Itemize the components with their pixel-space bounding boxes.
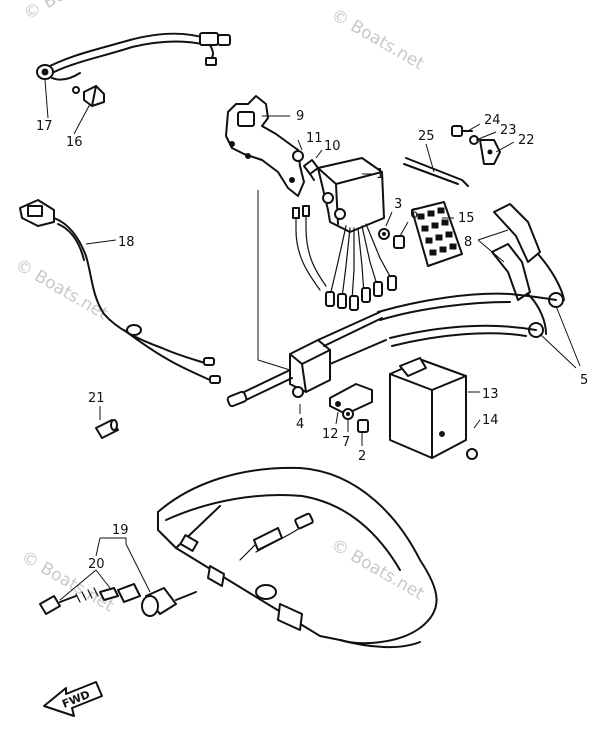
callout-11: 11 [306, 131, 323, 146]
callout-7: 7 [342, 435, 350, 450]
screw-14 [466, 448, 478, 460]
bolt-24 [451, 125, 473, 137]
watermark-top-left: © Boats.net [21, 0, 121, 24]
washer-23 [469, 135, 479, 145]
callout-14: 14 [482, 413, 499, 428]
callout-3: 3 [394, 197, 402, 212]
bolt-2 [357, 419, 369, 433]
washer-7 [342, 408, 354, 420]
switch-16 [72, 85, 105, 107]
screw-10 [303, 159, 319, 181]
callout-20: 20 [88, 557, 105, 572]
terminal-block-15 [411, 201, 463, 267]
cowling [157, 466, 438, 649]
callout-1: 1 [376, 167, 384, 182]
washer-3 [378, 228, 390, 240]
callout-10: 10 [324, 139, 341, 154]
callout-4: 4 [296, 417, 304, 432]
callout-6: 6 [410, 207, 418, 222]
callout-19: 19 [112, 523, 129, 538]
leader-lines [44, 79, 581, 601]
bracket-12 [329, 383, 373, 415]
knob-20 [39, 583, 141, 615]
callout-2: 2 [358, 449, 366, 464]
callout-18: 18 [118, 235, 135, 250]
callout-21: 21 [88, 391, 105, 406]
callout-16: 16 [66, 135, 83, 150]
connector-21 [95, 419, 119, 439]
switch-19 [141, 587, 197, 617]
callout-5: 5 [580, 373, 588, 388]
callout-15: 15 [458, 211, 475, 226]
spark-plug-cap-8 [491, 203, 565, 338]
cord-18 [19, 199, 221, 384]
cover-13 [389, 357, 467, 459]
wire-lead-17 [36, 32, 231, 81]
high-tension-cord-5 [377, 292, 557, 347]
callout-17: 17 [36, 119, 53, 134]
callout-8: 8 [464, 235, 472, 250]
clamp-22 [479, 139, 501, 165]
cdi-unit-1 [292, 157, 397, 311]
bolt-6-upper [393, 235, 405, 249]
callout-23: 23 [500, 123, 517, 138]
wire-tie-25 [403, 157, 469, 187]
callout-12: 12 [322, 427, 339, 442]
ignition-coil-4 [226, 311, 387, 408]
bracket-9 [225, 95, 305, 197]
callout-25: 25 [418, 129, 435, 144]
callout-9: 9 [296, 109, 304, 124]
callouts: 17 16 9 11 10 1 3 6 15 25 24 23 22 8 5 1… [36, 109, 588, 572]
watermark-left: © Boats.net [12, 255, 112, 324]
watermark-top-right: © Boats.net [328, 5, 428, 74]
callout-24: 24 [484, 113, 501, 128]
nut-11 [292, 150, 304, 162]
callout-13: 13 [482, 387, 499, 402]
callout-22: 22 [518, 133, 535, 148]
fwd-arrow: FWD [43, 681, 103, 717]
